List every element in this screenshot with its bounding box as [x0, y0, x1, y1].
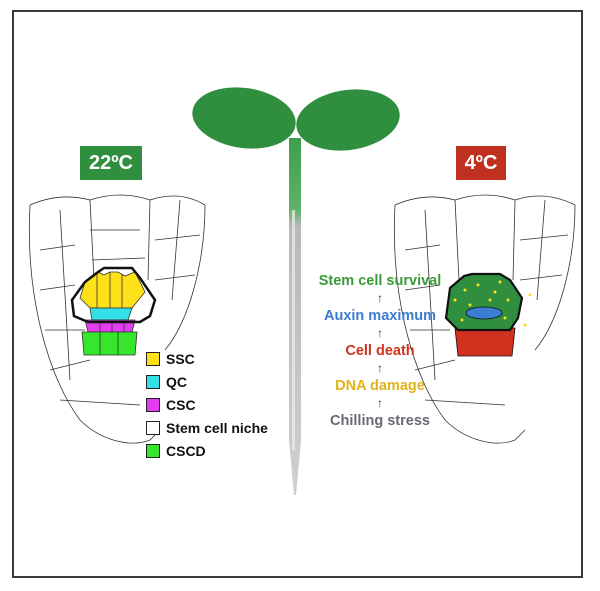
auxin-dots: [453, 280, 532, 327]
up-arrow-icon: ↑: [377, 326, 383, 340]
figure-frame: [12, 10, 583, 578]
temperature-badge-22c: 22ºC: [80, 146, 142, 180]
right-niche: [444, 272, 532, 357]
legend-label: CSC: [166, 396, 196, 413]
legend-item-ssc: SSC: [146, 347, 268, 370]
up-arrow-icon: ↑: [377, 396, 383, 410]
cascade-step-auxin: Auxin maximum: [324, 308, 436, 324]
chilling-cascade: Stem cell survival ↑ Auxin maximum ↑ Cel…: [300, 271, 460, 431]
cascade-step-dna-damage: DNA damage: [335, 378, 425, 394]
cascade-step-survival: Stem cell survival: [318, 273, 442, 289]
niche-swatch: [146, 420, 160, 435]
qc-swatch: [146, 374, 160, 389]
dead-cells: [454, 327, 516, 357]
cscd-swatch: [146, 443, 160, 458]
ssc-cells: [79, 271, 146, 309]
legend: SSC QC CSC Stem cell niche CSCD: [146, 347, 268, 462]
legend-item-qc: QC: [146, 370, 268, 393]
cscd-cells: [81, 331, 138, 356]
legend-label: QC: [166, 373, 187, 390]
stem-cell-survival-region: [444, 272, 524, 332]
right-cotyledon: [296, 89, 400, 151]
csc-swatch: [146, 397, 160, 412]
legend-label: CSCD: [166, 442, 206, 459]
left-niche: [70, 266, 157, 356]
up-arrow-icon: ↑: [377, 291, 383, 305]
temperature-badge-4c: 4ºC: [456, 146, 506, 180]
auxin-maximum: [465, 306, 503, 320]
legend-label: SSC: [166, 350, 195, 367]
cascade-step-chilling: Chilling stress: [330, 413, 430, 429]
qc-cells: [89, 307, 133, 321]
seedling: [192, 87, 400, 495]
cascade-step-cell-death: Cell death: [345, 343, 415, 359]
legend-item-niche: Stem cell niche: [146, 416, 268, 439]
legend-item-csc: CSC: [146, 393, 268, 416]
ssc-swatch: [146, 351, 160, 366]
stem-cell-niche-outline: [70, 266, 157, 324]
legend-label: Stem cell niche: [166, 419, 268, 436]
up-arrow-icon: ↑: [377, 361, 383, 375]
root-highlight: [292, 210, 295, 450]
legend-item-cscd: CSCD: [146, 439, 268, 462]
left-cotyledon: [192, 87, 296, 149]
